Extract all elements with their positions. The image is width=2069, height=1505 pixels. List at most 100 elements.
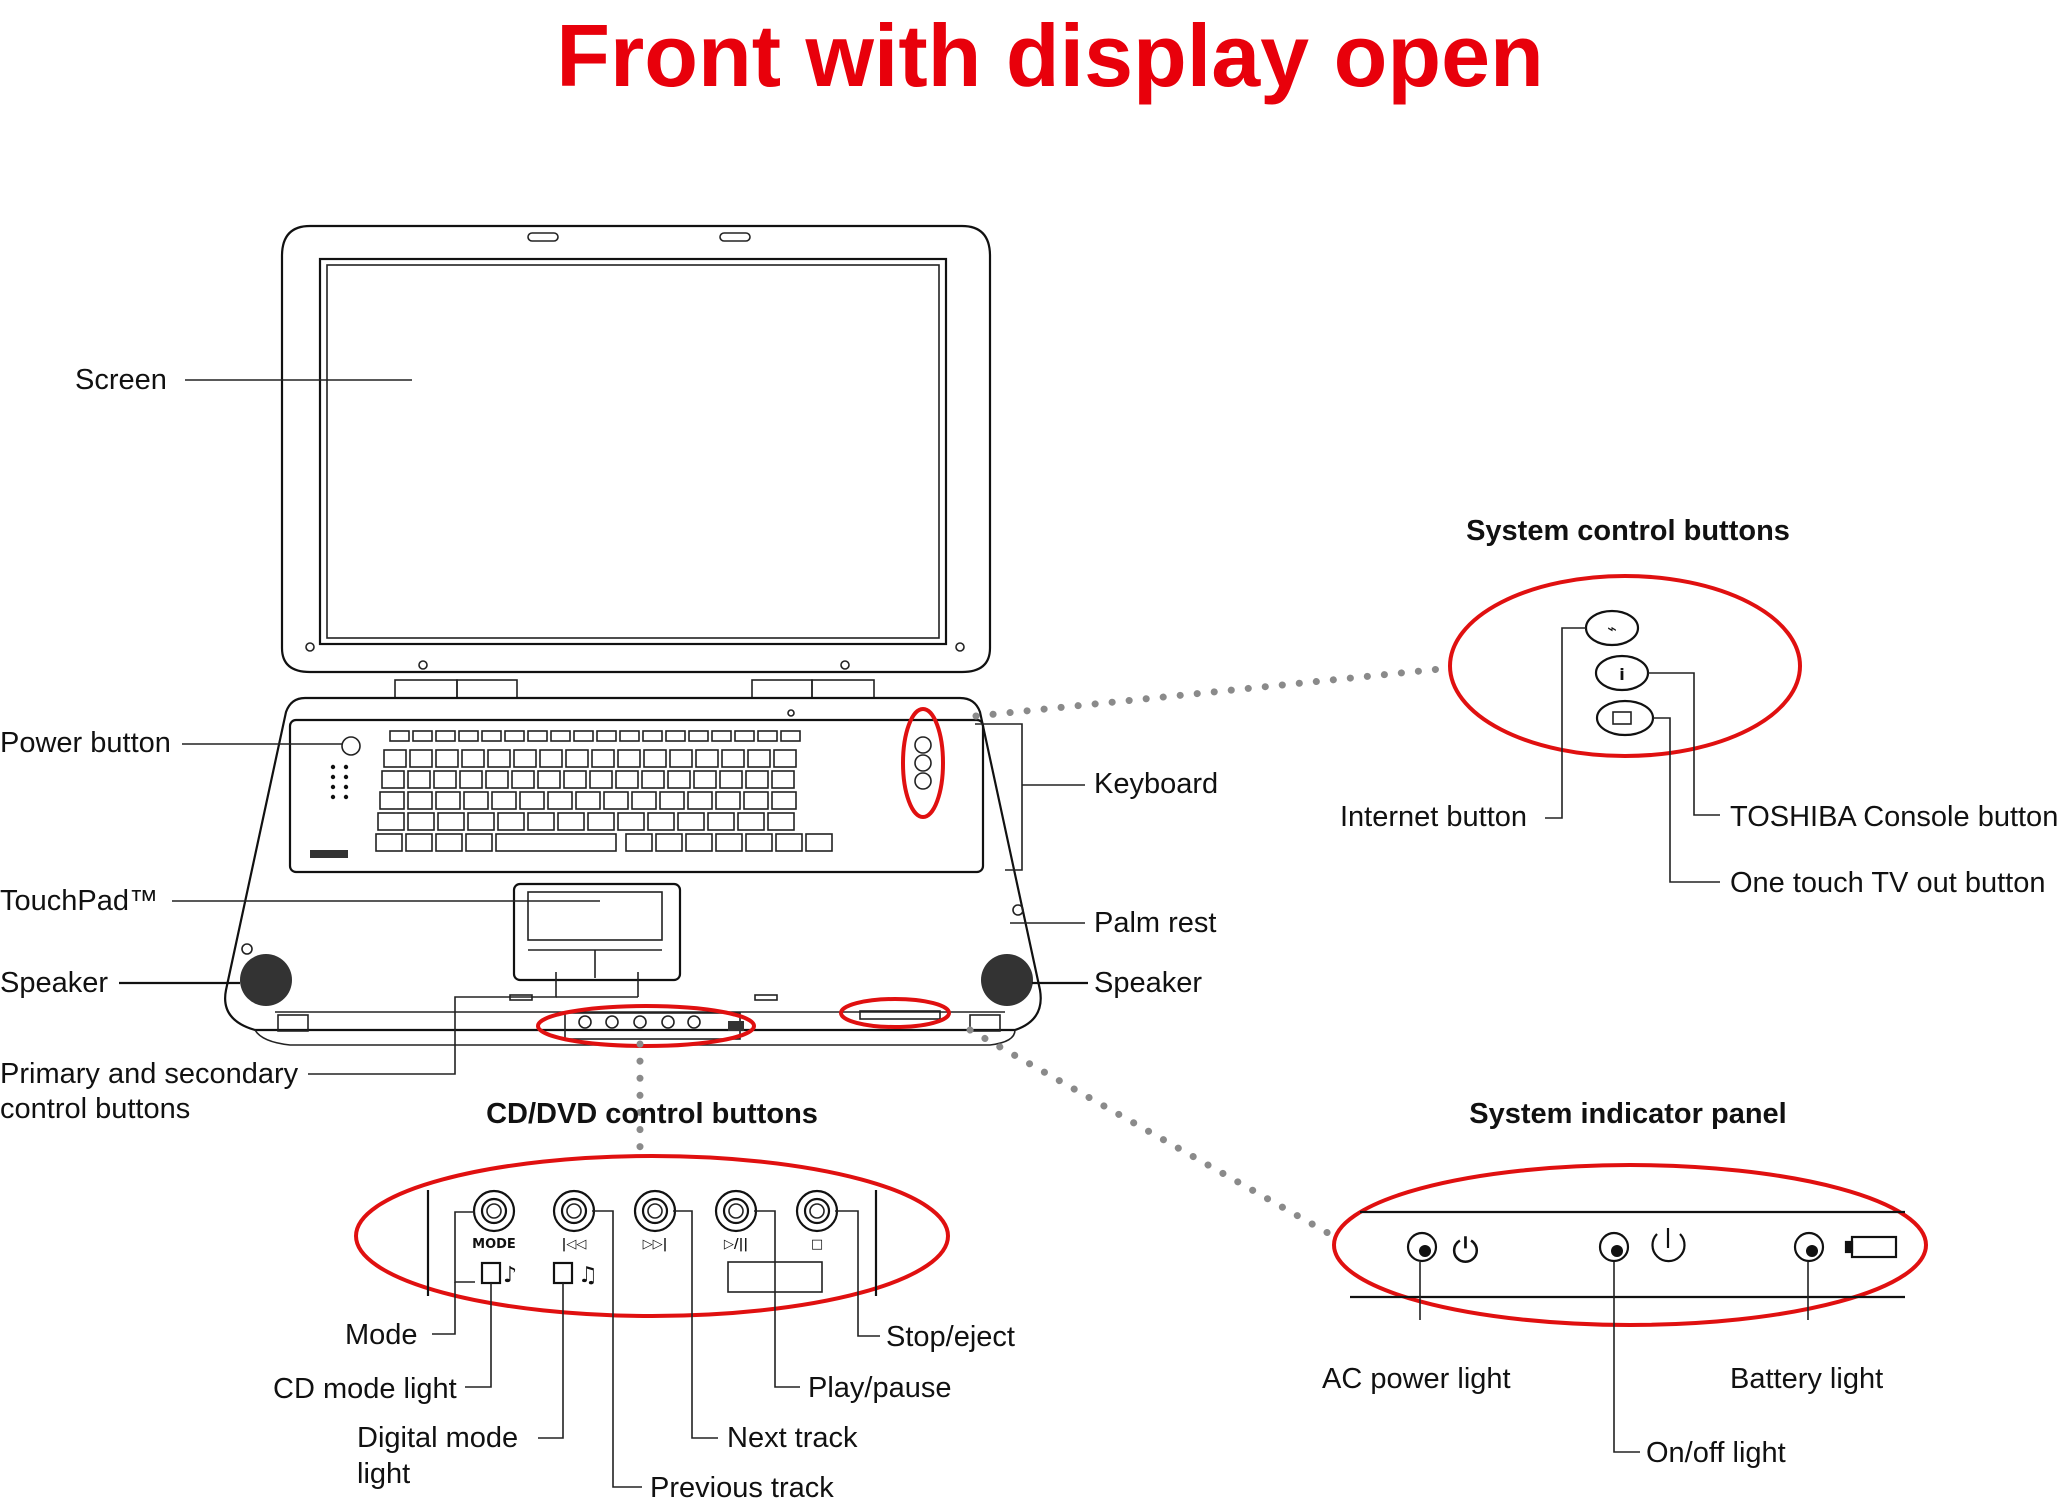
keyboard-key [743, 791, 769, 810]
keyboard-key [667, 770, 691, 789]
keyboard-key [389, 730, 410, 742]
keyboard-key [461, 749, 485, 768]
cd-control-highlight [536, 1004, 756, 1048]
keyboard-key [504, 730, 525, 742]
label-speaker-left: Speaker [0, 967, 108, 999]
keyboard-key [617, 749, 641, 768]
keyboard-key [375, 833, 403, 852]
label-digital-mode-2: light [357, 1458, 410, 1490]
keyboard-key [688, 730, 709, 742]
keyboard-key [641, 770, 665, 789]
system-control-highlight [901, 707, 945, 819]
previous-track-button: |◁◁ [552, 1189, 596, 1252]
stop-eject-button-mark: □ [811, 1237, 823, 1252]
keyboard-keys [375, 730, 833, 852]
keyboard-key [485, 770, 509, 789]
keyboard-key [665, 730, 686, 742]
keyboard-key [379, 791, 405, 810]
label-next-track: Next track [727, 1422, 858, 1454]
cd-mini-button [605, 1015, 619, 1029]
tv-out-button-graphic [1595, 699, 1655, 737]
label-speaker-right: Speaker [1094, 967, 1202, 999]
header-system-indicator: System indicator panel [1469, 1098, 1787, 1130]
cd-mini-button [578, 1015, 592, 1029]
label-stop-eject: Stop/eject [886, 1321, 1015, 1353]
header-system-control: System control buttons [1466, 515, 1790, 547]
keyboard-key [619, 730, 640, 742]
touchpad-graphic [512, 882, 682, 982]
keyboard-key [409, 749, 433, 768]
cd-mini-buttons [578, 1015, 701, 1029]
keyboard-key [685, 833, 713, 852]
cd-mode-light-graphic [480, 1261, 502, 1285]
keyboard-key [381, 770, 405, 789]
keyboard-key [591, 749, 615, 768]
label-power-button: Power button [0, 727, 171, 759]
keyboard-key [715, 833, 743, 852]
ac-power-light-graphic [1406, 1231, 1438, 1263]
console-icon: i [1619, 665, 1624, 684]
keyboard-key [773, 749, 797, 768]
keyboard-key [435, 791, 461, 810]
label-toshiba-console: TOSHIBA Console button [1730, 801, 2058, 833]
keyboard-key [377, 812, 405, 831]
keyboard-key [695, 749, 719, 768]
keyboard-key [737, 812, 765, 831]
previous-track-button-mark: |◁◁ [562, 1237, 587, 1252]
screen-panel [318, 257, 948, 646]
label-ac-power-light: AC power light [1322, 1363, 1511, 1395]
ac-plug-icon: ⏻ [1452, 1231, 1479, 1271]
play-pause-button: ▷/|| [714, 1189, 758, 1252]
digital-mode-light-graphic [552, 1261, 574, 1285]
keyboard-key [497, 812, 525, 831]
keyboard-key [550, 730, 571, 742]
keyboard-key [721, 749, 745, 768]
label-previous-track: Previous track [650, 1472, 834, 1504]
next-track-button: ▷▷| [633, 1189, 677, 1252]
keyboard-key [465, 833, 493, 852]
keyboard-key [511, 770, 535, 789]
keyboard-key [491, 791, 517, 810]
keyboard-key [435, 730, 456, 742]
cd-dvd-panel: MODE|◁◁▷▷|▷/||□ ♪ ♫ [426, 1189, 878, 1296]
page-title: Front with display open [556, 6, 1544, 105]
on-off-light-graphic [1598, 1231, 1630, 1263]
laptop-illustration [224, 224, 1042, 1048]
label-touchpad: TouchPad™ [0, 885, 158, 917]
keyboard-key [631, 791, 657, 810]
stop-eject-button: □ [795, 1189, 839, 1252]
keyboard-deck [288, 718, 985, 874]
keyboard-key [745, 770, 769, 789]
play-pause-button-mark: ▷/|| [724, 1237, 748, 1252]
keyboard-key [435, 749, 459, 768]
keyboard-key [642, 730, 663, 742]
keyboard-key [519, 791, 545, 810]
keyboard-key [805, 833, 833, 852]
keyboard-key [537, 770, 561, 789]
keyboard-key [771, 770, 795, 789]
keyboard-key [747, 749, 771, 768]
speaker-right-graphic [981, 954, 1033, 1006]
label-keyboard: Keyboard [1094, 768, 1218, 800]
speaker-left-graphic [240, 954, 292, 1006]
mode-button: MODE [472, 1189, 516, 1252]
keyboard-key [775, 833, 803, 852]
keyboard-key [655, 833, 683, 852]
keyboard-key [435, 833, 463, 852]
keyboard-key [707, 812, 735, 831]
keyboard-key [407, 791, 433, 810]
cd-mini-button [687, 1015, 701, 1029]
header-cd-dvd: CD/DVD control buttons [486, 1098, 818, 1130]
keyboard-key [734, 730, 755, 742]
keyboard-key [617, 812, 645, 831]
keyboard-key [412, 730, 433, 742]
cd-mini-button [633, 1015, 647, 1029]
keyboard-key [459, 770, 483, 789]
battery-icon [1844, 1235, 1898, 1259]
keyboard-key [687, 791, 713, 810]
keyboard-key [669, 749, 693, 768]
indicator-highlight [839, 997, 951, 1029]
label-cd-mode-light: CD mode light [273, 1373, 457, 1405]
keyboard-key [643, 749, 667, 768]
label-battery-light: Battery light [1730, 1363, 1883, 1395]
